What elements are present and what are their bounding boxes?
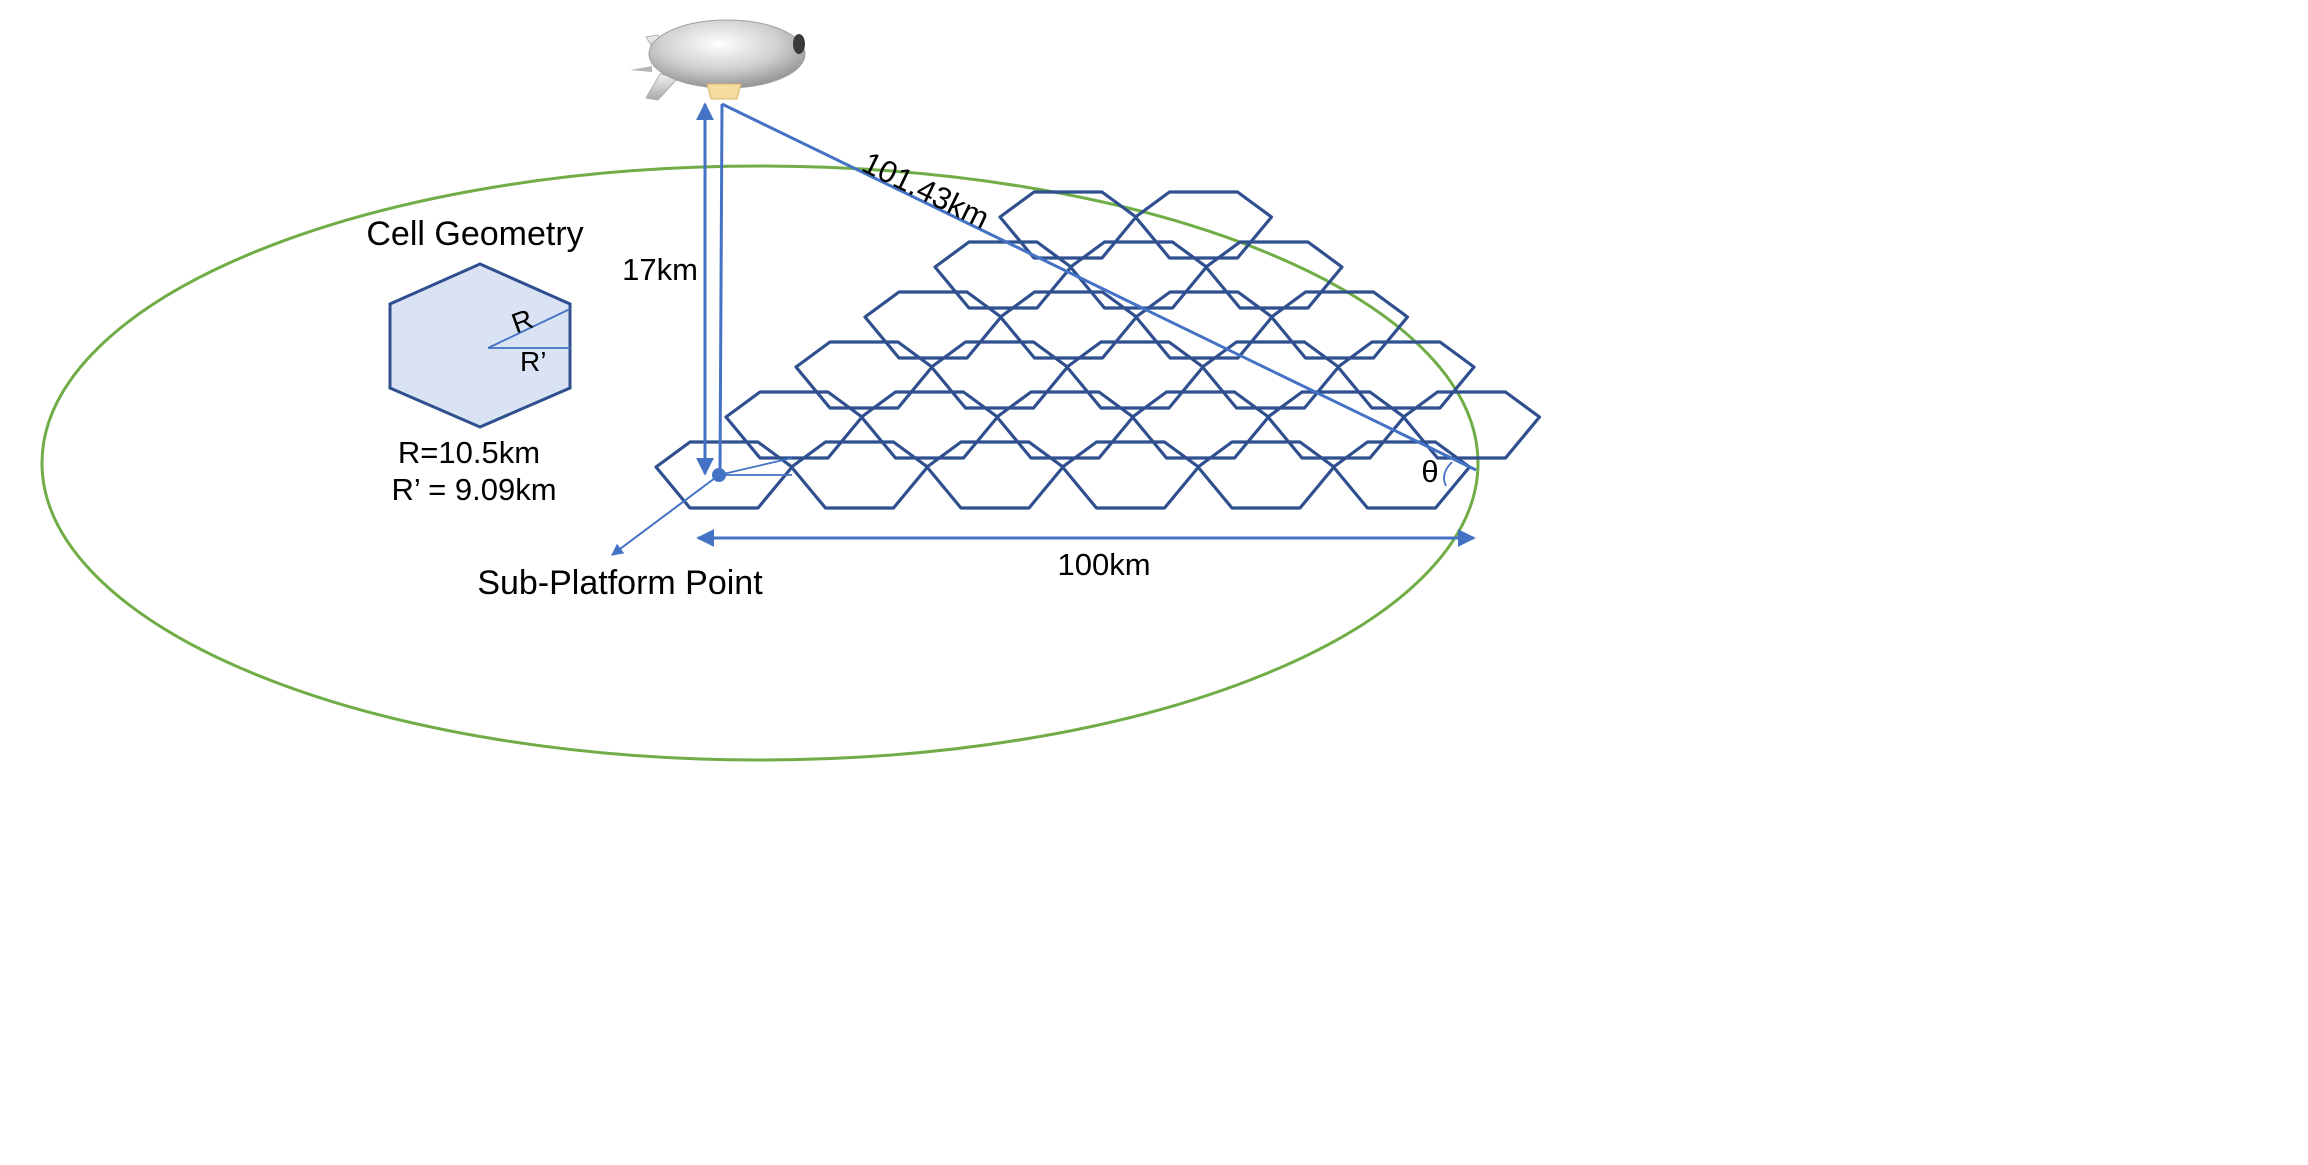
hex-cell [1401, 390, 1542, 460]
radius-value: R=10.5km [398, 435, 540, 470]
ground-distance-label: 100km [1057, 547, 1150, 582]
hex-cell [1196, 440, 1336, 510]
hex-cell [863, 290, 1003, 360]
hex-cell [1269, 290, 1410, 360]
cell-geometry-illustration: R R’ Cell Geometry R=10.5km R’ = 9.09km [366, 215, 583, 507]
hex-cell [1130, 390, 1271, 460]
airship-icon [630, 19, 806, 101]
cell-geometry-title: Cell Geometry [366, 215, 583, 253]
inner-radius-label: R’ [520, 346, 546, 377]
hex-cell [1134, 290, 1274, 360]
angle-arc [1443, 461, 1453, 487]
hex-cell [929, 340, 1070, 410]
hex-cell [1065, 340, 1205, 410]
hex-cell [1068, 240, 1209, 310]
cell-geometry-hexagon [388, 262, 572, 429]
hex-cell [1336, 340, 1476, 410]
sub-platform-point [712, 468, 726, 482]
slant-range-line [721, 102, 1477, 472]
slant-range-label: 101.43km [857, 145, 995, 236]
radius-line [487, 308, 571, 349]
hex-cell [794, 340, 934, 410]
sub-platform-pointer-arrow [611, 474, 720, 556]
hexagonal-cell-grid [654, 190, 1542, 510]
hex-cell [925, 440, 1065, 510]
hex-cell [1331, 440, 1472, 510]
hex-cell [1200, 340, 1341, 410]
hex-cell [1204, 240, 1344, 310]
angle-label: θ [1421, 454, 1438, 489]
hex-cell [789, 440, 930, 510]
inner-radius-value: R’ = 9.09km [391, 472, 556, 507]
hex-cell [933, 240, 1073, 310]
altitude-label: 17km [622, 252, 698, 287]
hex-cell [995, 390, 1135, 460]
nadir-line [718, 103, 724, 476]
hex-cell [998, 290, 1139, 360]
sub-platform-ray-upper [718, 457, 793, 476]
coverage-area-ellipse [40, 164, 1480, 762]
sub-platform-point-label: Sub-Platform Point [477, 564, 763, 602]
hex-cell [1060, 440, 1201, 510]
hex-cell [724, 390, 864, 460]
hex-cell [1133, 190, 1274, 260]
hex-cell [859, 390, 1000, 460]
